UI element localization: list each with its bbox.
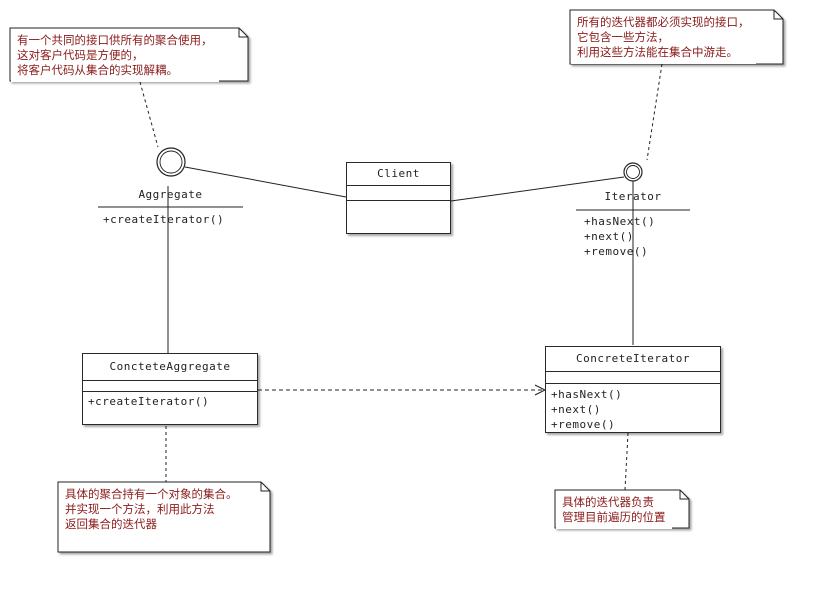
concrete-aggregate-class: ConcteteAggregate +createIterator() <box>82 353 258 425</box>
note-shapes <box>9 9 784 553</box>
note-line: 并实现一个方法，利用此方法 <box>65 502 215 516</box>
concrete-iterator-note-anchor <box>624 432 629 491</box>
concrete-aggregate-note: 具体的聚合持有一个对象的集合。 并实现一个方法，利用此方法 返回集合的迭代器 <box>59 483 244 536</box>
note-line: 它包含一些方法， <box>577 30 669 44</box>
concrete-aggregate-class-name: ConcteteAggregate <box>83 354 257 381</box>
client-class-name: Client <box>347 163 450 186</box>
client-operations-section <box>347 201 450 235</box>
iterator-interface-name: Iterator <box>604 190 662 203</box>
client-aggregate-association <box>184 166 347 198</box>
client-iterator-association <box>450 176 625 202</box>
iterator-operations: +hasNext() +next() +remove() <box>584 214 655 259</box>
note-line: 具体的迭代器负责 <box>562 495 654 509</box>
concrete-iterator-operations-section: +hasNext() +next() +remove() <box>546 384 720 432</box>
note-line: 有一个共同的接口供所有的聚合使用， <box>17 33 213 47</box>
note-line: 这对客户代码是方便的， <box>17 48 144 62</box>
aggregate-interface-symbol <box>156 147 186 177</box>
concrete-aggregate-operations-section: +createIterator() <box>83 392 257 409</box>
client-attributes-section <box>347 186 450 201</box>
concrete-aggregate-attributes-section <box>83 381 257 392</box>
iterator-operation: +hasNext() <box>584 215 656 228</box>
iterator-operation: +next() <box>584 230 634 243</box>
concrete-iterator-operation: +remove() <box>551 418 616 431</box>
concrete-iterator-class: ConcreteIterator +hasNext() +next() +rem… <box>545 346 721 433</box>
aggregate-interface-name: Aggregate <box>138 188 203 201</box>
aggregate-note: 有一个共同的接口供所有的聚合使用， 这对客户代码是方便的， 将客户代码从集合的实… <box>11 29 219 82</box>
note-line: 管理目前遍历的位置 <box>562 510 666 524</box>
note-line: 返回集合的迭代器 <box>65 517 157 531</box>
concrete-iterator-class-name: ConcreteIterator <box>546 347 720 372</box>
aggregate-operation: +createIterator() <box>103 213 225 226</box>
iterator-note: 所有的迭代器都必须实现的接口， 它包含一些方法， 利用这些方法能在集合中游走。 <box>571 11 756 64</box>
client-class: Client <box>346 162 451 234</box>
concrete-iterator-note: 具体的迭代器负责 管理目前遍历的位置 <box>556 491 672 529</box>
concrete-iterator-attributes-section <box>546 372 720 384</box>
aggregate-operations: +createIterator() <box>103 212 224 227</box>
note-line: 将客户代码从集合的实现解耦。 <box>17 63 178 77</box>
concrete-iterator-operation: +hasNext() <box>551 388 623 401</box>
note-line: 所有的迭代器都必须实现的接口， <box>577 15 750 29</box>
aggregate-note-anchor <box>139 81 159 148</box>
iterator-note-anchor <box>646 63 663 161</box>
concrete-aggregate-operation: +createIterator() <box>88 395 210 408</box>
note-line: 具体的聚合持有一个对象的集合。 <box>65 487 238 501</box>
note-line: 利用这些方法能在集合中游走。 <box>577 45 738 59</box>
concrete-iterator-operation: +next() <box>551 403 601 416</box>
iterator-interface-symbol <box>623 162 643 182</box>
iterator-operation: +remove() <box>584 245 649 258</box>
